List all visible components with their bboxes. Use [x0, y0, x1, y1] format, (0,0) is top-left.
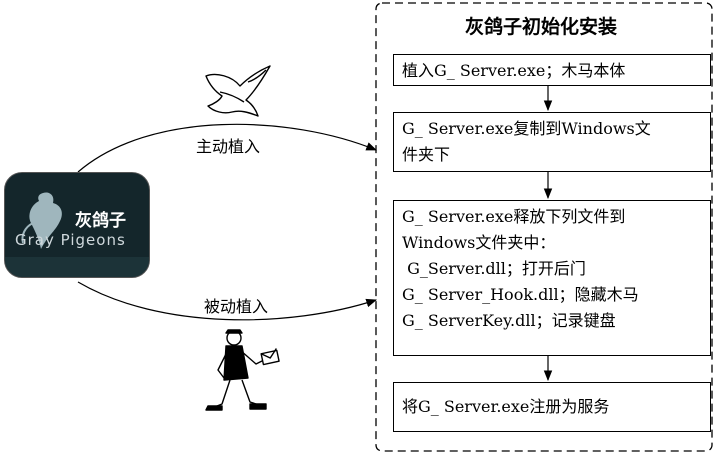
- pigeon-logo-icon: [21, 192, 62, 249]
- step-4-line-1: 将G_ Server.exe注册为服务: [402, 397, 610, 416]
- logo-bottom-band: [5, 257, 149, 277]
- passive-implant-arrow: [77, 281, 378, 321]
- step-box-copy: G_ Server.exe复制到Windows文 件夹下: [393, 112, 711, 172]
- active-implant-label: 主动植入: [196, 137, 261, 156]
- step-3-line-3: G_Server.dll；打开后门: [402, 259, 586, 278]
- step-2-line-1: G_ Server.exe复制到Windows文: [402, 119, 651, 138]
- step-3-line-2: Windows文件夹中：: [402, 233, 556, 252]
- step-box-implant: 植入G_ Server.exe；木马本体: [393, 54, 711, 86]
- logo-chinese-text: 灰鸽子: [75, 211, 126, 231]
- gray-pigeons-logo: 灰鸽子 Gray Pigeons: [4, 172, 150, 278]
- passive-implant-label: 被动植入: [204, 297, 269, 316]
- install-panel-border: [375, 2, 713, 452]
- step-3-line-4: G_ Server_Hook.dll；隐藏木马: [402, 285, 639, 304]
- step-2-line-2: 件夹下: [402, 145, 451, 164]
- walking-person-with-envelope-icon: [205, 329, 280, 411]
- active-implant-arrow: [77, 123, 378, 173]
- step-box-release-files: G_ Server.exe释放下列文件到 Windows文件夹中： G_Serv…: [393, 200, 711, 356]
- dove-icon: [205, 65, 271, 117]
- step-1-line-1: 植入G_ Server.exe；木马本体: [402, 61, 626, 80]
- panel-title: 灰鸽子初始化安装: [464, 16, 617, 38]
- step-box-register-service: 将G_ Server.exe注册为服务: [393, 382, 711, 432]
- step-3-line-5: G_ ServerKey.dll；记录键盘: [402, 311, 616, 330]
- logo-english-text: Gray Pigeons: [15, 231, 126, 249]
- step-3-line-1: G_ Server.exe释放下列文件到: [402, 207, 626, 226]
